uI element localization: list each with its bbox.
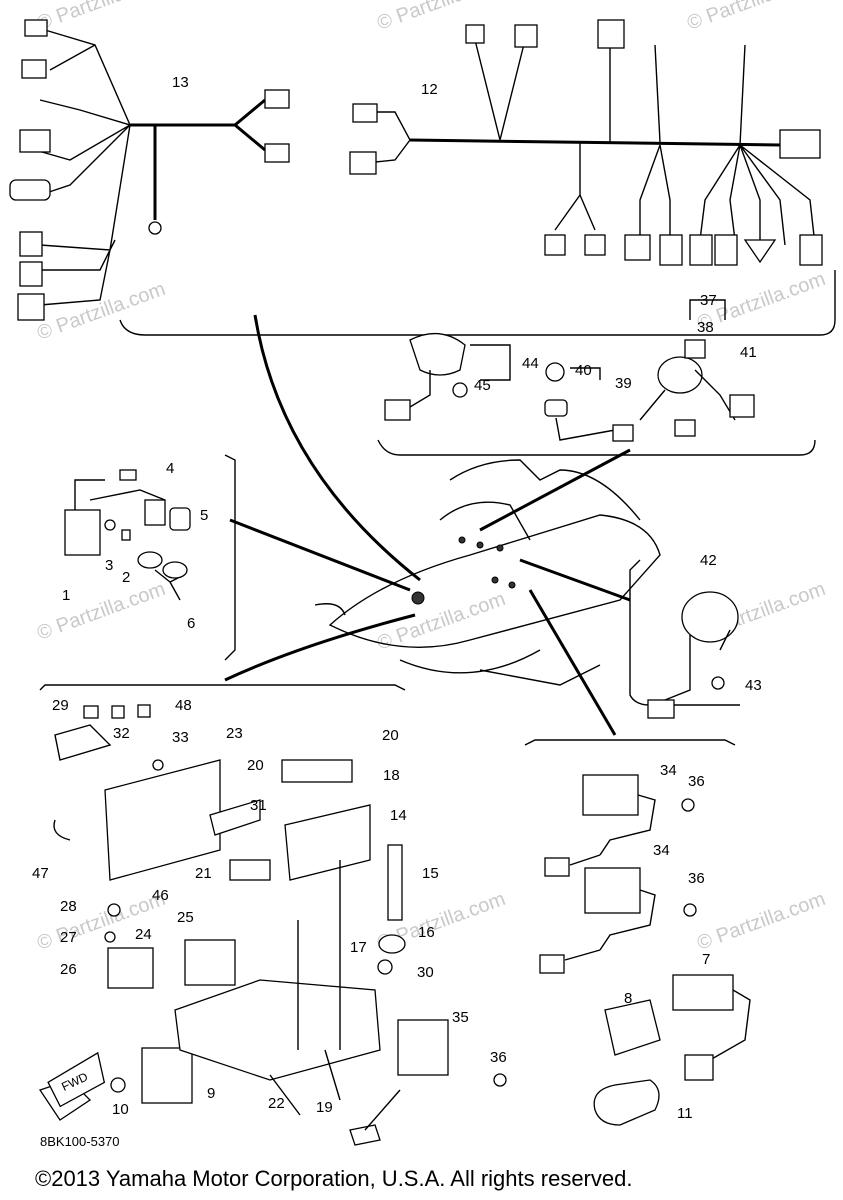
callout-41: 41 bbox=[740, 344, 757, 361]
callout-5: 5 bbox=[200, 507, 208, 524]
callout-6: 6 bbox=[187, 615, 195, 632]
watermark: © Partzilla.com bbox=[34, 0, 168, 35]
callout-31: 31 bbox=[250, 797, 267, 814]
callout-36: 36 bbox=[688, 870, 705, 887]
watermark: © Partzilla.com bbox=[684, 0, 818, 35]
callout-10: 10 bbox=[112, 1101, 129, 1118]
callout-46: 46 bbox=[152, 887, 169, 904]
callout-29: 29 bbox=[52, 697, 69, 714]
electrical-box-group bbox=[38, 704, 507, 1146]
snowmobile-sketch bbox=[314, 459, 661, 686]
callout-48: 48 bbox=[175, 697, 192, 714]
callout-26: 26 bbox=[60, 961, 77, 978]
callout-34: 34 bbox=[660, 762, 677, 779]
callout-37: 37 bbox=[700, 292, 717, 309]
callout-27: 27 bbox=[60, 929, 77, 946]
fwd-arrow: FWD bbox=[47, 1051, 106, 1108]
callout-9: 9 bbox=[207, 1085, 215, 1102]
callout-7: 7 bbox=[702, 951, 710, 968]
callout-1: 1 bbox=[62, 587, 70, 604]
callout-38: 38 bbox=[697, 319, 714, 336]
callout-45: 45 bbox=[474, 377, 491, 394]
callout-40: 40 bbox=[575, 362, 592, 379]
callout-47: 47 bbox=[32, 865, 49, 882]
callout-22: 22 bbox=[268, 1095, 285, 1112]
callout-14: 14 bbox=[390, 807, 407, 824]
watermark: © Partzilla.com bbox=[694, 888, 828, 955]
callout-4: 4 bbox=[166, 460, 174, 477]
callout-21: 21 bbox=[195, 865, 212, 882]
callout-20: 20 bbox=[247, 757, 264, 774]
callout-33: 33 bbox=[172, 729, 189, 746]
callout-43: 43 bbox=[745, 677, 762, 694]
callout-24: 24 bbox=[135, 926, 152, 943]
callout-15: 15 bbox=[422, 865, 439, 882]
callout-32: 32 bbox=[113, 725, 130, 742]
callout-36: 36 bbox=[490, 1049, 507, 1066]
callout-20: 20 bbox=[382, 727, 399, 744]
callout-23: 23 bbox=[226, 725, 243, 742]
callout-13: 13 bbox=[172, 74, 189, 91]
callout-30: 30 bbox=[417, 964, 434, 981]
callout-42: 42 bbox=[700, 552, 717, 569]
copyright-notice: ©2013 Yamaha Motor Corporation, U.S.A. A… bbox=[35, 1166, 632, 1191]
callout-12: 12 bbox=[421, 81, 438, 98]
callout-17: 17 bbox=[350, 939, 367, 956]
relay-42-group bbox=[647, 591, 739, 719]
watermark: © Partzilla.com bbox=[34, 888, 168, 955]
watermark: © Partzilla.com bbox=[374, 0, 508, 35]
drawing-code: 8BK100-5370 bbox=[40, 1134, 120, 1149]
callout-19: 19 bbox=[316, 1099, 333, 1116]
callout-36: 36 bbox=[688, 773, 705, 790]
callout-28: 28 bbox=[60, 898, 77, 915]
callout-44: 44 bbox=[522, 355, 539, 372]
callouts: 13 12 37 38 41 44 40 45 39 4 5 3 2 1 6 4… bbox=[32, 74, 762, 1122]
watermark: © Partzilla.com bbox=[34, 578, 168, 645]
callout-11: 11 bbox=[677, 1105, 693, 1122]
callout-25: 25 bbox=[177, 909, 194, 926]
callout-8: 8 bbox=[624, 990, 632, 1007]
callout-39: 39 bbox=[615, 375, 632, 392]
switch-panel bbox=[377, 299, 816, 456]
callout-2: 2 bbox=[122, 569, 130, 586]
ignition-coil-group bbox=[64, 469, 191, 601]
callout-16: 16 bbox=[418, 924, 435, 941]
leader-lines bbox=[39, 314, 740, 746]
callout-34: 34 bbox=[653, 842, 670, 859]
callout-3: 3 bbox=[105, 557, 113, 574]
harness-panel bbox=[9, 19, 836, 336]
sensor-group bbox=[539, 774, 751, 1126]
callout-18: 18 bbox=[383, 767, 400, 784]
callout-35: 35 bbox=[452, 1009, 469, 1026]
